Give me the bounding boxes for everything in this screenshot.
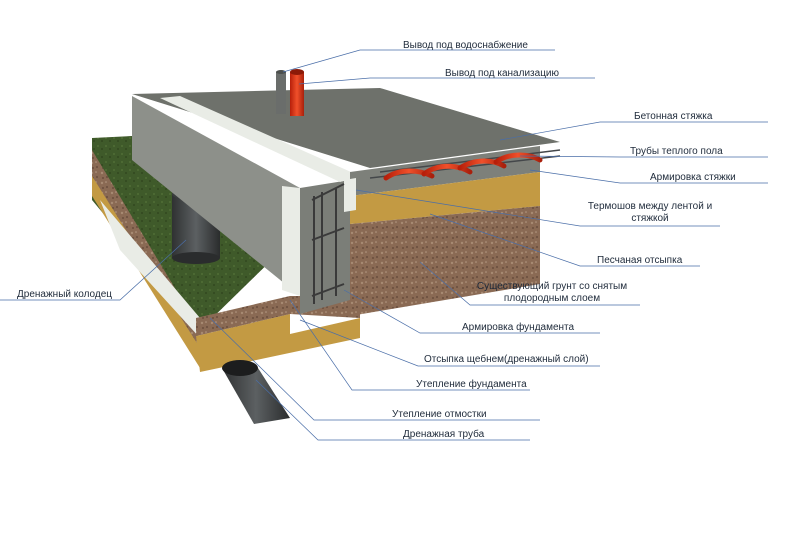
label-foundation-insulation: Утепление фундамента: [416, 379, 527, 390]
utility-pipes: [276, 69, 304, 116]
label-floor-pipes: Трубы теплого пола: [630, 146, 723, 157]
leader-screed: [499, 121, 768, 141]
leader-drain-pipe: [255, 379, 530, 441]
thermal-break: [344, 178, 356, 212]
drainage-pipe: [222, 360, 290, 424]
leader-existing-soil: [419, 261, 640, 306]
label-gravel-fill: Отсыпка щебнем(дренажный слой): [424, 354, 589, 365]
label-drain-pipe: Дренажная труба: [403, 429, 485, 440]
leader-foundation-insulation: [289, 299, 530, 391]
floor-heating-pipes: [383, 152, 543, 181]
leader-thermal-break: [355, 189, 720, 227]
soil-front: [350, 206, 540, 316]
label-foundation-rebar: Армировка фундамента: [462, 322, 575, 333]
label-blind-area-insulation: Утепление отмостки: [392, 409, 487, 420]
label-screed-rebar: Армировка стяжки: [650, 172, 736, 183]
label-sewer: Вывод под канализацию: [445, 68, 560, 79]
leader-drain-well: [0, 239, 187, 301]
slab-top: [132, 88, 560, 168]
leader-screed-rebar: [529, 169, 768, 184]
leader-water-supply: [282, 49, 555, 73]
wall-insulation-front: [282, 186, 300, 296]
sand-fill-front: [350, 172, 540, 224]
leader-gravel-fill: [299, 319, 600, 367]
leader-lines: [0, 49, 768, 441]
blind-area-insulation: [100, 200, 290, 338]
foundation-rebar: [311, 183, 345, 304]
label-sand-fill: Песчаная отсыпка: [597, 255, 683, 266]
label-drain-well: Дренажный колодец: [17, 289, 112, 300]
sand-base: [196, 314, 360, 372]
foundation-wall-front: [132, 96, 300, 296]
label-screed: Бетонная стяжка: [634, 111, 713, 122]
label-water-supply: Вывод под водоснабжение: [403, 40, 528, 51]
leader-sand-fill: [429, 213, 700, 267]
leader-foundation-rebar: [343, 289, 600, 334]
leader-sewer: [298, 77, 595, 85]
label-existing-soil: Существующий грунт со снятым плодородным…: [476, 281, 628, 304]
foundation-wall-side: [300, 180, 350, 314]
leader-floor-pipes: [519, 155, 768, 158]
wall-insulation: [160, 96, 360, 182]
label-thermal-break: Термошов между лентой и стяжкой: [587, 201, 713, 224]
leader-blind-area-insulation: [209, 317, 540, 421]
